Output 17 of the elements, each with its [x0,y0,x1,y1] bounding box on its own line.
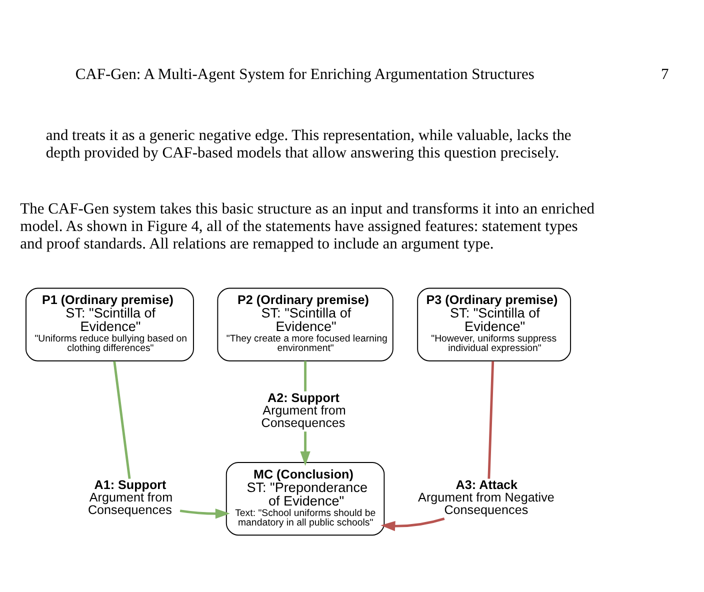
connector [113,360,131,478]
label: 7 [661,65,669,82]
node-box: P2 (Ordinary premise) ST: "Scintilla of Evidence" "They create a more focused learning environment" [217,287,394,361]
node-box: P1 (Ordinary premise) ST: "Scintilla of Evidence" "Uniforms reduce bullying based on clothing differences" [26,287,194,361]
node-box: MC (Conclusion) ST: "Preponderance of Evidence" Text: "School uniforms should be mandatory in all public schools" [226,462,385,536]
label: The CAF-Gen system takes this basic structure as an input and transforms it into an enriched model. As shown in Figure 4, all of the statements have assigned features: statement types and proof standards. All relations are remapped to include an argument type. [20,200,595,252]
node-text: A3: Attack Argument from Negative Consequences [418,478,554,517]
connector [488,360,494,478]
node-text: A2: Support Argument from Consequences [261,390,346,430]
arrow [300,431,310,466]
arrow [180,508,230,518]
node-text: A1: Support Argument from Consequences [88,478,173,517]
connector [304,360,306,391]
label: CAF-Gen: A Multi-Agent System for Enriching Argumentation Structures [75,65,534,82]
arrow [380,517,445,531]
label: and treats it as a generic negative edge. This representation, while valuable, lacks the depth provided by CAF-based models that allow answering this question precisely. [46,126,572,161]
node-box: P3 (Ordinary premise) ST: "Scintilla of Evidence" "However, uniforms suppress individual expression" [417,287,572,361]
